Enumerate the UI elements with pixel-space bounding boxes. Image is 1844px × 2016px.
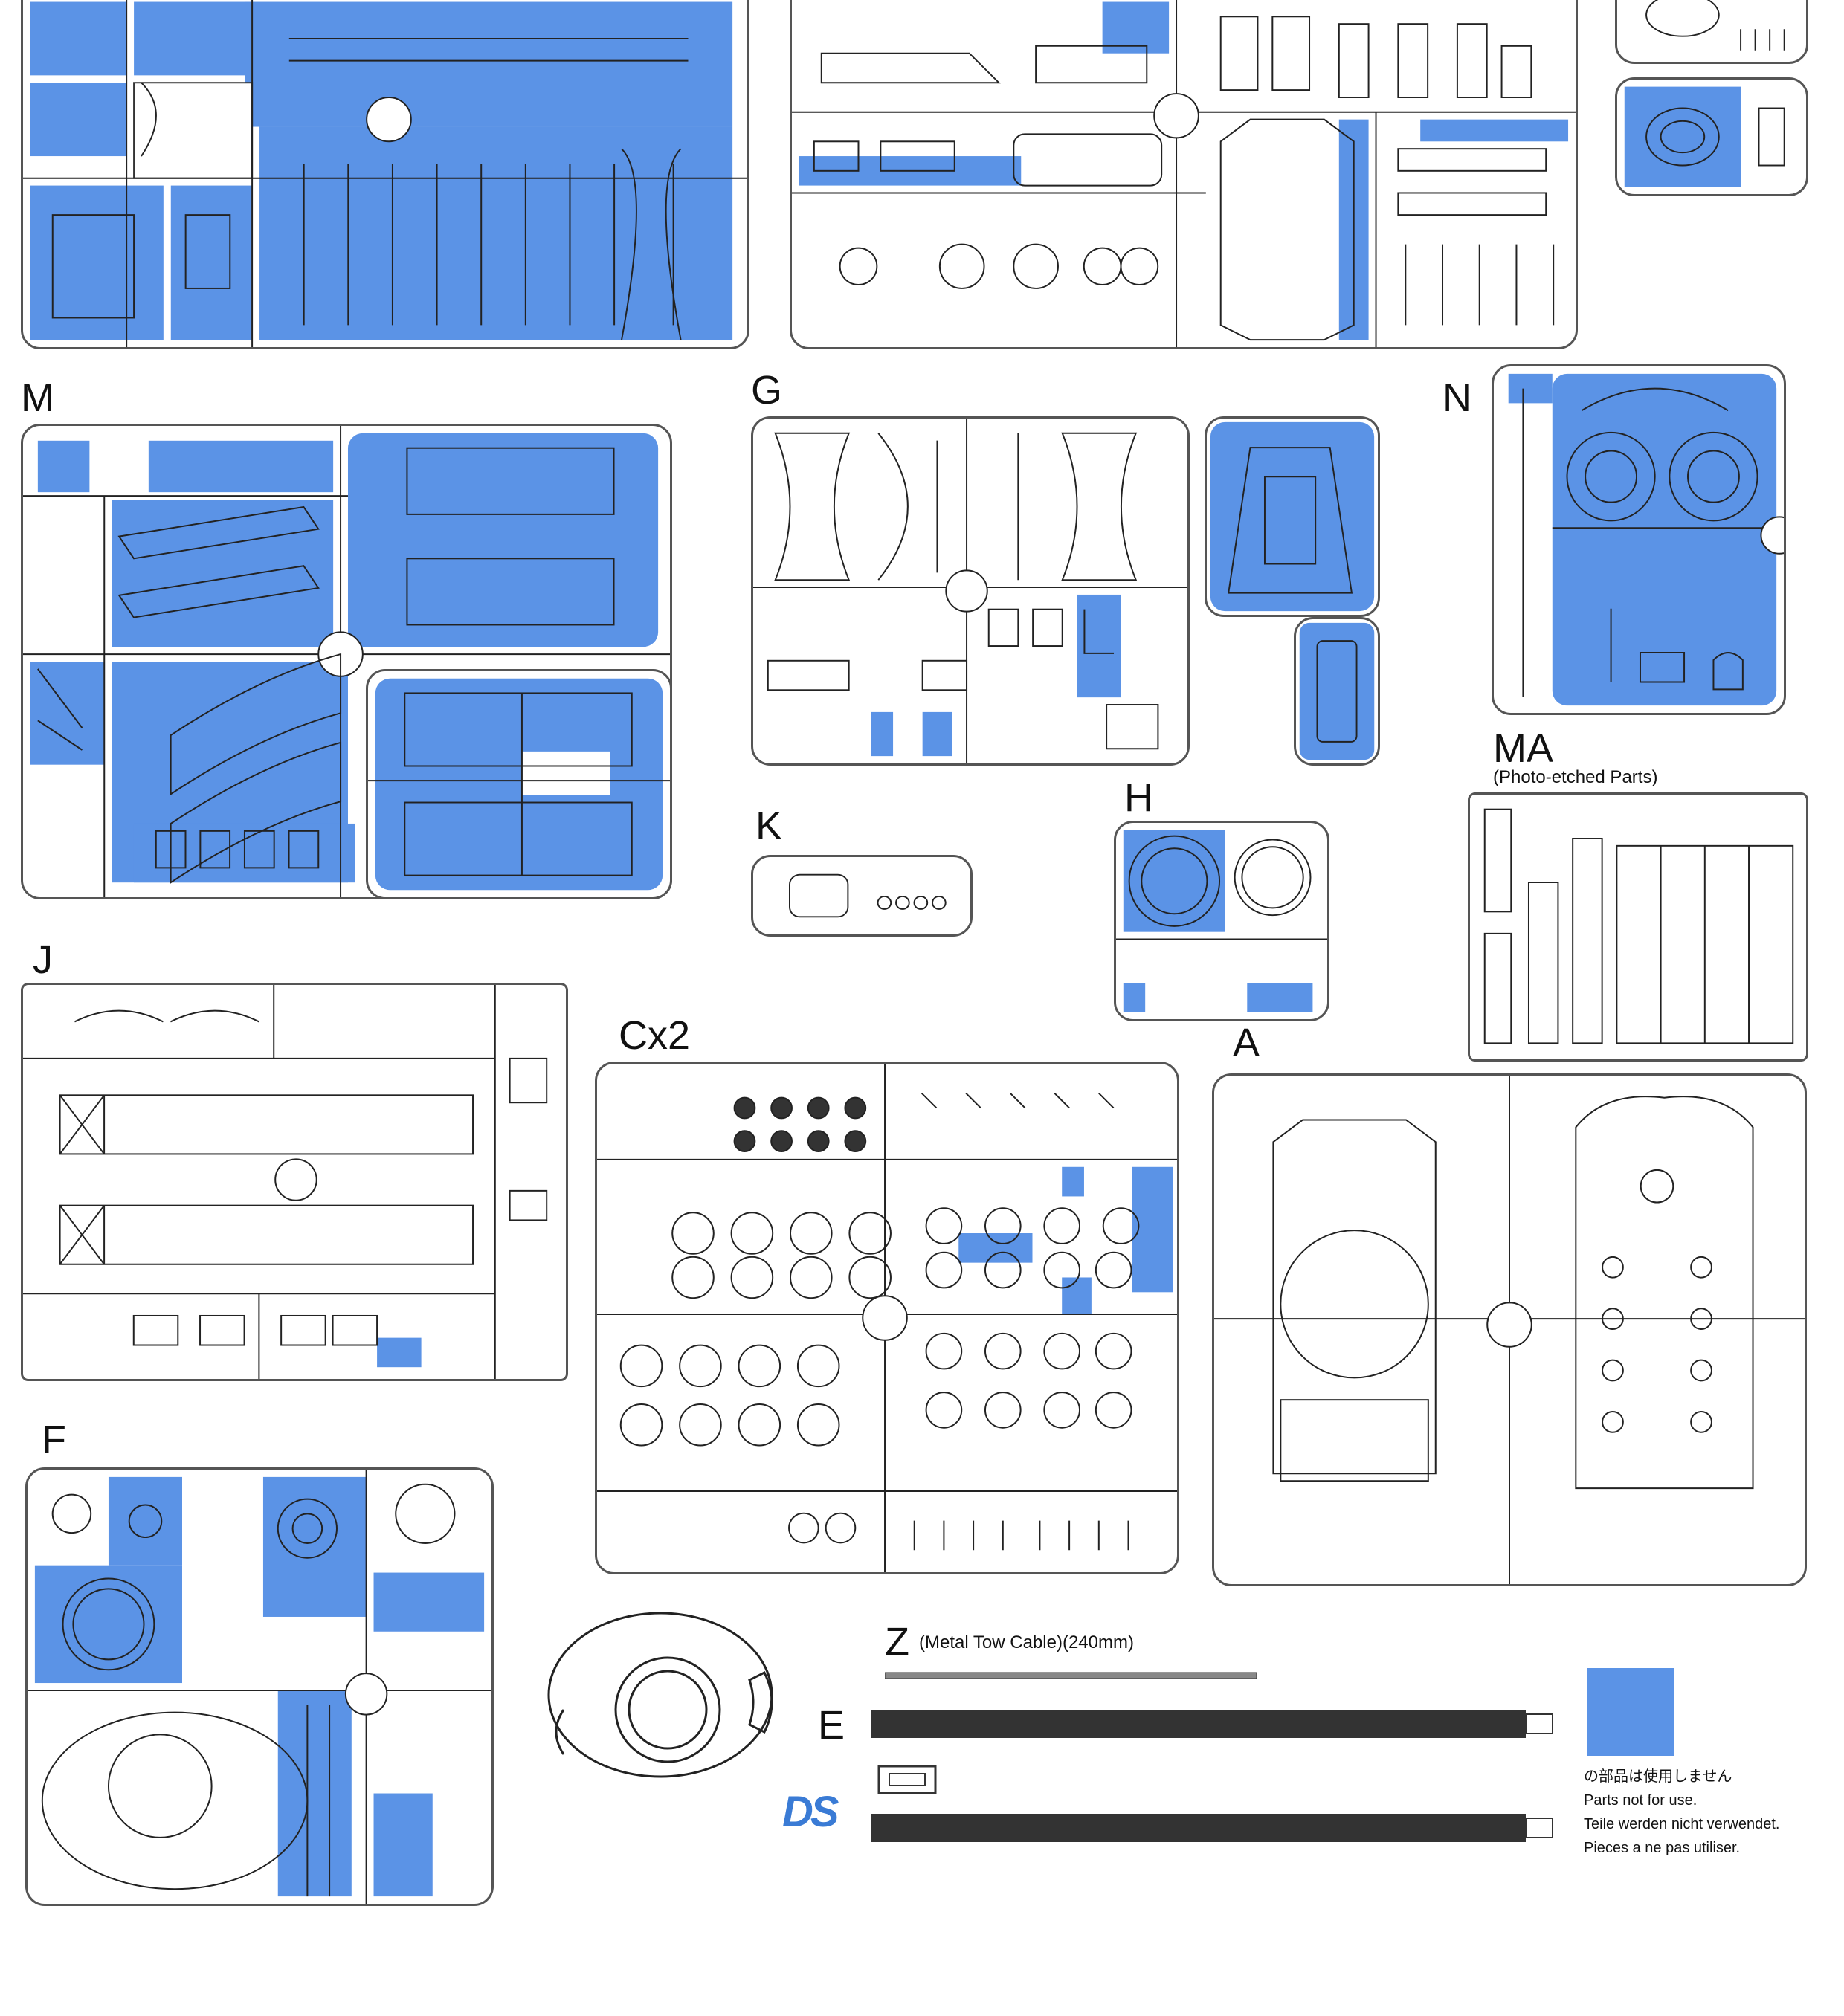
track-link: [877, 1765, 937, 1794]
sprue-ma-note: (Photo-etched Parts): [1493, 767, 1658, 787]
sprue-g-sub1: [1205, 416, 1380, 617]
sprue-top-right-2: [1615, 77, 1808, 196]
sprue-j: [21, 983, 568, 1381]
turret-part: [541, 1606, 782, 1784]
sprue-top-middle: [790, 0, 1578, 349]
sprue-m-drawing: [23, 426, 670, 897]
legend-text-jp: の部品は使用しません: [1584, 1768, 1732, 1785]
sprue-top-left-drawing: [23, 0, 747, 347]
sprue-g-sub2-drawing: [1299, 622, 1375, 760]
sprue-h: [1114, 821, 1329, 1021]
sprue-ma-drawing: [1483, 808, 1794, 1044]
legend-text-fr: Pieces a ne pas utiliser.: [1584, 1840, 1741, 1856]
sprue-f-label: F: [42, 1418, 66, 1462]
sprue-e-label: E: [818, 1703, 845, 1748]
sprue-top-right-2-drawing: [1624, 86, 1785, 187]
turret-part-drawing: [547, 1612, 773, 1778]
sprue-ma: [1468, 792, 1808, 1062]
sprue-ma-label: MA: [1493, 726, 1553, 771]
sprue-c: [595, 1062, 1179, 1574]
sprue-m-sub: [366, 669, 672, 899]
sprue-k: [751, 855, 973, 937]
sprue-c-drawing: [597, 1064, 1177, 1572]
sprue-m-label: M: [21, 375, 54, 420]
sprue-g-drawing: [753, 419, 1187, 763]
track-lower: [871, 1811, 1556, 1845]
sprue-m: [21, 424, 672, 899]
sprue-z-label: Z: [885, 1620, 909, 1664]
sprue-g: [751, 416, 1190, 766]
sprue-a-drawing: [1214, 1076, 1805, 1584]
sprue-a: [1212, 1073, 1807, 1586]
sprue-f: [25, 1467, 494, 1906]
legend-text-de: Teile werden nicht verwendet.: [1584, 1816, 1780, 1832]
sprue-top-middle-drawing: [792, 0, 1576, 347]
sprue-j-label: J: [33, 937, 53, 982]
sprue-n-label: N: [1442, 375, 1471, 420]
track-link-drawing: [877, 1765, 937, 1794]
track-upper-drawing: [871, 1710, 1553, 1738]
sprue-m-sub-drawing: [368, 678, 670, 891]
sprue-c-label: Cx2: [619, 1013, 691, 1058]
sprue-k-label: K: [755, 804, 783, 848]
tow-cable-drawing: [884, 1672, 1257, 1679]
tow-cable: [884, 1670, 1257, 1679]
legend-text-en: Parts not for use.: [1584, 1792, 1698, 1809]
track-lower-drawing: [871, 1814, 1553, 1842]
sprue-h-label: H: [1124, 775, 1153, 820]
sprue-g-sub1-drawing: [1210, 421, 1375, 612]
sprue-z-note: (Metal Tow Cable)(240mm): [919, 1632, 1134, 1652]
sprue-a-label: A: [1233, 1021, 1260, 1065]
sprue-g-label: G: [751, 368, 783, 413]
sprue-n-drawing: [1508, 373, 1784, 706]
sprue-top-left: [21, 0, 749, 349]
track-upper: [871, 1707, 1556, 1741]
sprue-n: [1492, 364, 1786, 715]
sprue-top-right-1-drawing: [1645, 0, 1785, 51]
sprue-top-right-1: [1615, 0, 1808, 64]
ds-logo: DS: [782, 1788, 839, 1836]
sprue-j-drawing: [23, 985, 548, 1379]
sprue-g-sub2: [1294, 617, 1380, 766]
sprue-h-drawing: [1116, 830, 1327, 1012]
sprue-f-drawing: [28, 1470, 491, 1904]
sprue-k-drawing: [789, 873, 947, 918]
unused-parts-swatch: [1587, 1668, 1674, 1756]
